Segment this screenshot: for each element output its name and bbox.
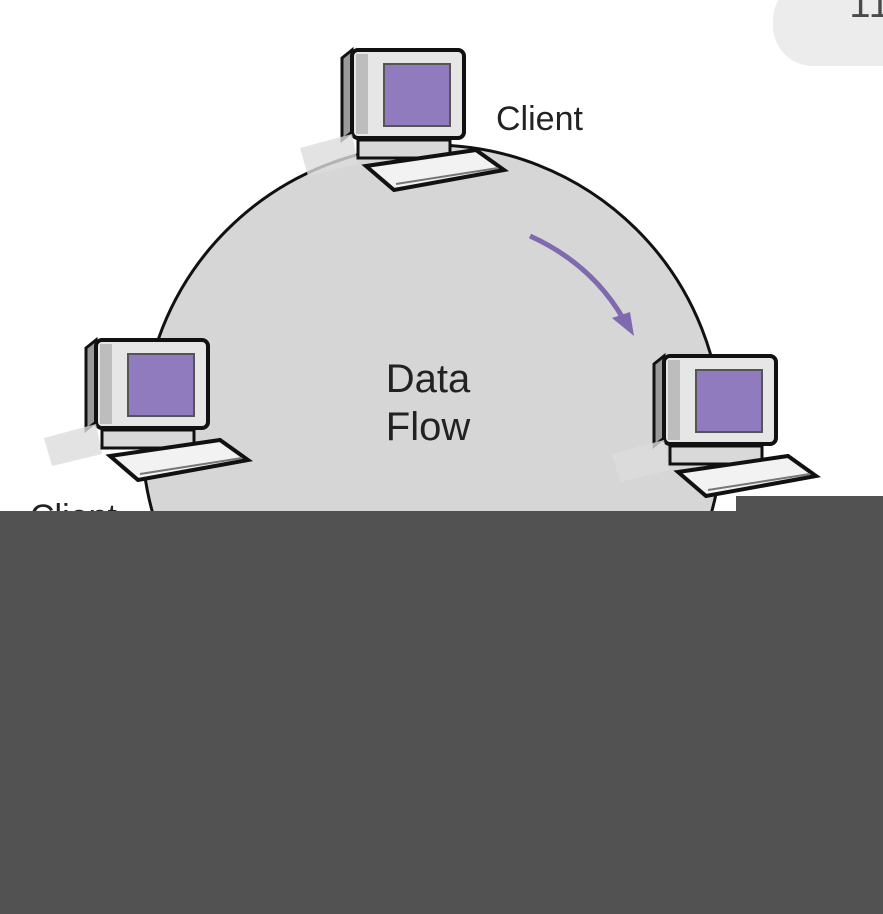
data-flow-arrowhead bbox=[612, 312, 634, 336]
computer-icon bbox=[298, 48, 506, 192]
page-number: 118 bbox=[849, 0, 883, 26]
center-label-line-1: Data bbox=[386, 357, 471, 401]
center-label-line-2: Flow bbox=[386, 405, 471, 449]
page-number-badge: 118 bbox=[773, 0, 883, 66]
overlay-panel bbox=[0, 511, 883, 914]
data-flow-arrow bbox=[528, 233, 627, 322]
node-label-top: Client bbox=[496, 100, 583, 138]
